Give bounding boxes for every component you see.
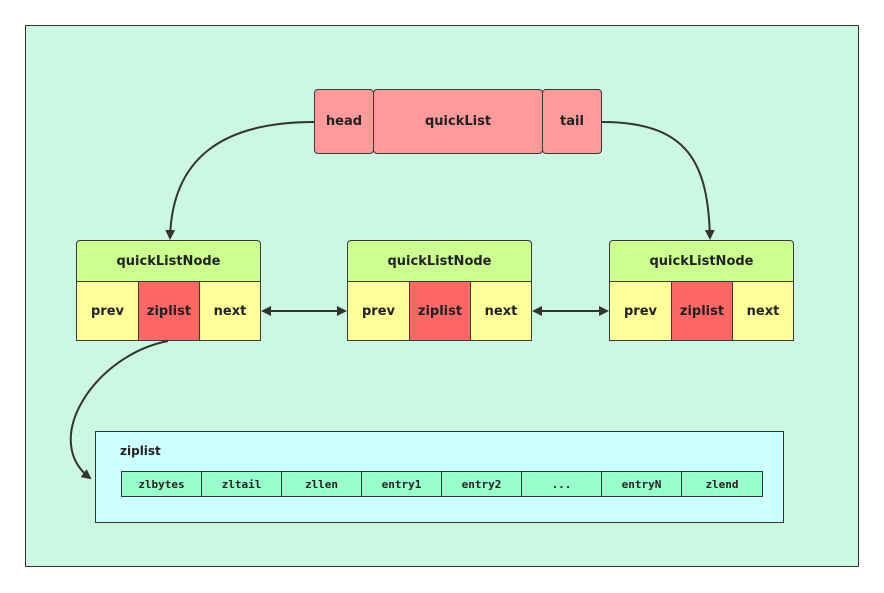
quicklistnode-3-next: next (732, 281, 794, 341)
ziplist-field-entryN: entryN (601, 471, 682, 497)
quicklistnode-1-next: next (199, 281, 261, 341)
quicklistnode-3-prev: prev (609, 281, 672, 341)
ziplist-field-entry1: entry1 (361, 471, 442, 497)
quicklistnode-3-ziplist: ziplist (671, 281, 733, 341)
ziplist-title: ziplist (120, 444, 161, 458)
tail-to-last-node-arrow (601, 121, 715, 240)
head-to-first-node-arrow (165, 121, 315, 240)
quicklistnode-2-ziplist: ziplist (409, 281, 471, 341)
ziplist-field-zlend: zlend (681, 471, 763, 497)
quicklistnode-2-next: next (470, 281, 532, 341)
ziplist-pointer-arrow (69, 340, 169, 480)
quicklistnode-3-header: quickListNode (609, 240, 794, 282)
quicklist-tail-cell: tail (542, 89, 602, 154)
quicklistnode-2-prev: prev (347, 281, 410, 341)
ziplist-field-zltail: zltail (201, 471, 282, 497)
ziplist-field-zlbytes: zlbytes (121, 471, 202, 497)
quicklistnode-1-prev: prev (76, 281, 139, 341)
ziplist-field-entry2: entry2 (441, 471, 522, 497)
quicklistnode-2-header: quickListNode (347, 240, 532, 282)
quicklist-head-cell: head (314, 89, 374, 154)
ziplist-field-zllen: zllen (281, 471, 362, 497)
